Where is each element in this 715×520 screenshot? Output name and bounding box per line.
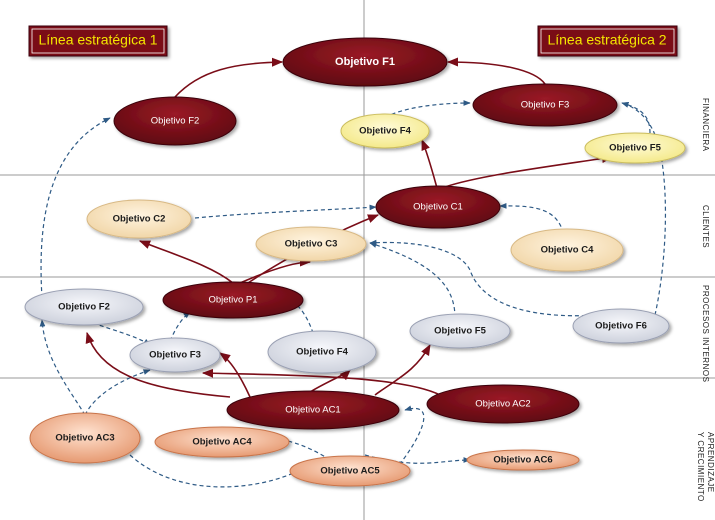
edge-procF3-P1 — [169, 311, 191, 342]
node-proc-F4[interactable]: Objetivo F4 — [267, 330, 377, 374]
node-proc-F5-label: Objetivo F5 — [434, 326, 486, 337]
header-line-2-label: Línea estratégica 2 — [547, 32, 666, 48]
edge-AC3-procF2 — [39, 319, 86, 416]
node-AC6-label: Objetivo AC6 — [493, 455, 552, 466]
node-C1-label: Objetivo C1 — [413, 202, 463, 213]
node-AC2-label: Objetivo AC2 — [475, 399, 530, 410]
edge-finF4-finF3 — [379, 100, 471, 123]
solid-connectors — [85, 57, 614, 398]
lane-label-financial: FINANCIERA — [701, 98, 710, 152]
node-proc-F2-label: Objetivo F2 — [58, 302, 110, 313]
node-fin-F2[interactable]: Objetivo F2 — [113, 96, 237, 146]
node-fin-F5[interactable]: Objetivo F5 — [584, 132, 686, 164]
node-AC5[interactable]: Objetivo AC5 — [289, 455, 411, 487]
node-P1-label: Objetivo P1 — [208, 295, 257, 306]
node-AC3[interactable]: Objetivo AC3 — [29, 412, 141, 464]
node-fin-F4-label: Objetivo F4 — [359, 126, 411, 137]
node-fin-F4[interactable]: Objetivo F4 — [340, 113, 430, 149]
edge-C2-C1 — [194, 204, 377, 219]
node-AC2[interactable]: Objetivo AC2 — [426, 384, 580, 424]
node-C2-label: Objetivo C2 — [113, 214, 166, 225]
node-AC4-label: Objetivo AC4 — [192, 437, 252, 448]
node-AC1-label: Objetivo AC1 — [285, 405, 340, 416]
edge-procF6-finF3 — [621, 102, 667, 316]
edge-AC1-procF5 — [374, 344, 431, 396]
node-AC3-label: Objetivo AC3 — [55, 433, 114, 444]
edge-AC3-procF3 — [84, 369, 151, 416]
header-line-1: Línea estratégica 1 — [28, 25, 168, 57]
edge-AC1-procF2 — [85, 331, 231, 398]
header-line-1-label: Línea estratégica 1 — [38, 32, 157, 48]
edge-AC5-AC1 — [394, 405, 425, 471]
node-C4-label: Objetivo C4 — [541, 245, 595, 256]
node-proc-F3[interactable]: Objetivo F3 — [129, 337, 221, 373]
node-C3[interactable]: Objetivo C3 — [255, 226, 367, 262]
node-C2[interactable]: Objetivo C2 — [86, 199, 192, 239]
edge-AC1-procF4 — [309, 369, 351, 393]
edge-finF5-finF3 — [621, 101, 651, 134]
node-proc-F3-label: Objetivo F3 — [149, 350, 201, 361]
edge-C1-finF4 — [421, 138, 438, 189]
edge-C1-finF5 — [444, 154, 614, 188]
node-F1[interactable]: Objetivo F1 — [282, 37, 448, 87]
edge-finF2-F1 — [174, 57, 284, 98]
node-P1[interactable]: Objetivo P1 — [162, 281, 304, 319]
node-fin-F2-label: Objetivo F2 — [151, 116, 200, 127]
edge-AC1-procF3 — [219, 352, 251, 398]
edge-P1-C3 — [239, 257, 312, 284]
lane-label-learning-1: APRENDIZAJE — [706, 432, 715, 493]
node-proc-F2[interactable]: Objetivo F2 — [24, 288, 144, 326]
lane-label-learning-2: Y CRECIMIENTO — [696, 432, 705, 502]
edge-AC2-procF3 — [201, 368, 441, 396]
edge-finF3-F1 — [446, 57, 546, 85]
lane-label-clients: CLIENTES — [701, 205, 710, 248]
node-proc-F6[interactable]: Objetivo F6 — [572, 308, 670, 344]
node-C4[interactable]: Objetivo C4 — [510, 228, 624, 272]
node-C1[interactable]: Objetivo C1 — [375, 185, 501, 229]
edge-P1-C2 — [138, 240, 234, 284]
node-fin-F3[interactable]: Objetivo F3 — [472, 83, 618, 127]
node-fin-F3-label: Objetivo F3 — [521, 100, 570, 111]
node-C3-label: Objetivo C3 — [285, 239, 338, 250]
node-proc-F4-label: Objetivo F4 — [296, 347, 348, 358]
node-F1-label: Objetivo F1 — [335, 56, 395, 68]
node-fin-F5-label: Objetivo F5 — [609, 143, 661, 154]
node-AC4[interactable]: Objetivo AC4 — [154, 426, 290, 458]
node-AC5-label: Objetivo AC5 — [320, 466, 380, 477]
node-AC6[interactable]: Objetivo AC6 — [466, 449, 580, 471]
lane-label-processes: PROCESOS INTERNOS — [701, 285, 710, 382]
edge-procF6-C3 — [369, 239, 601, 317]
edge-AC3-AC5 — [129, 454, 301, 488]
node-proc-F5[interactable]: Objetivo F5 — [409, 313, 511, 349]
node-AC1[interactable]: Objetivo AC1 — [226, 390, 400, 430]
edge-procF5-C3 — [369, 242, 456, 319]
node-proc-F6-label: Objetivo F6 — [595, 321, 647, 332]
header-line-2: Línea estratégica 2 — [537, 25, 678, 57]
